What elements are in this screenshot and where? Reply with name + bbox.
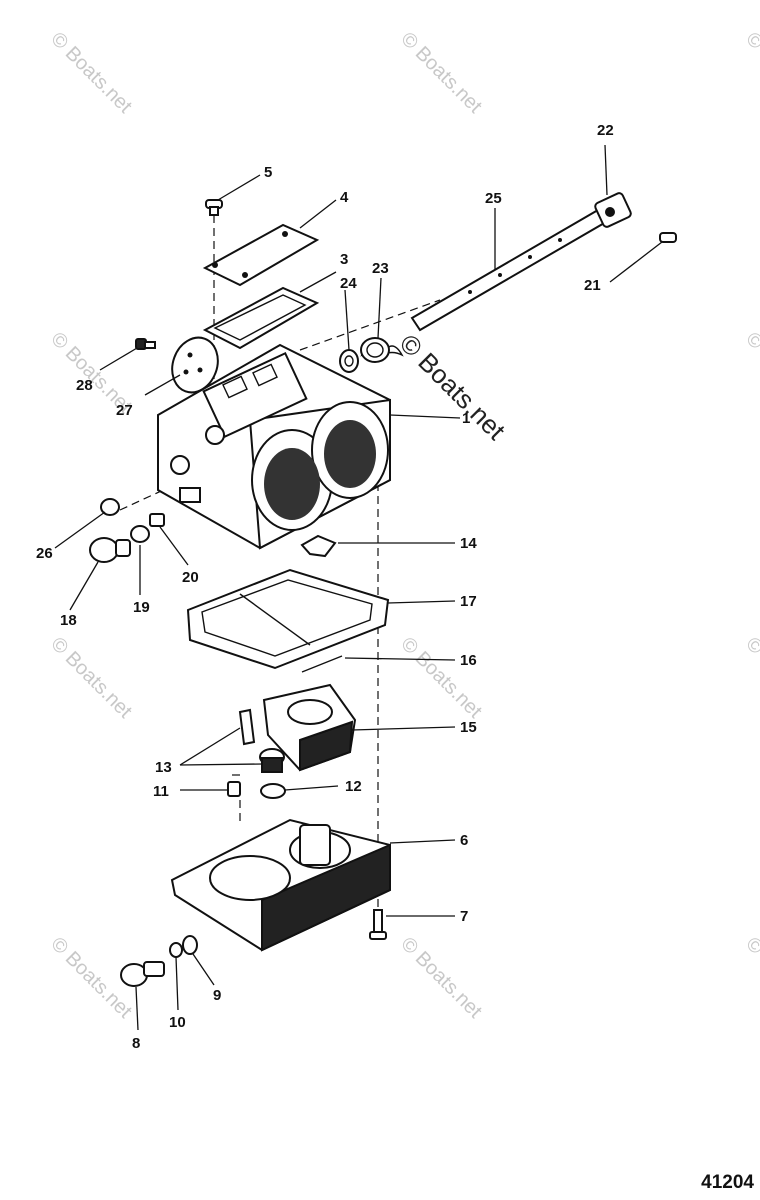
callout-11: 11	[153, 783, 169, 800]
washer-part-19	[130, 525, 150, 543]
watermark: © Boats.net	[396, 28, 486, 118]
gasket-part-10	[169, 942, 183, 958]
callout-13: 13	[155, 759, 172, 776]
callout-6: 6	[460, 832, 468, 849]
callout-27: 27	[116, 402, 133, 419]
watermark-dark: © Boats.net	[394, 328, 512, 446]
lever-part-22	[594, 192, 632, 228]
float-bowl-part-6	[170, 818, 391, 952]
plug-part-18	[89, 537, 131, 563]
callout-22: 22	[597, 122, 614, 139]
watermark: © Boats.net	[741, 933, 760, 1023]
fitting-part-20	[149, 513, 165, 527]
callout-7: 7	[460, 908, 468, 925]
callout-1: 1	[462, 410, 470, 427]
diaphragm-part-27	[171, 336, 219, 394]
callout-18: 18	[60, 612, 77, 629]
callout-14: 14	[460, 535, 477, 552]
callout-25: 25	[485, 190, 502, 207]
seat-part-13	[259, 748, 285, 773]
screw-part-11	[227, 781, 241, 797]
screw-part-5	[205, 199, 223, 216]
washer-part-12	[260, 783, 286, 799]
callout-28: 28	[76, 377, 93, 394]
figure-number: 41204	[701, 1172, 754, 1193]
callout-5: 5	[264, 164, 272, 181]
needle-part-13	[238, 708, 256, 746]
throttle-shaft-part-25	[410, 208, 608, 332]
callout-21: 21	[584, 277, 601, 294]
screw-part-21	[659, 232, 677, 243]
callout-23: 23	[372, 260, 389, 277]
washer-part-24	[339, 349, 359, 373]
cover-plate-part-4	[202, 223, 320, 287]
watermark: © Boats.net	[741, 328, 760, 418]
washer-part-9	[182, 935, 198, 955]
watermark: © Boats.net	[396, 633, 486, 723]
carburetor-body	[157, 343, 391, 550]
pin-part-16	[301, 655, 343, 673]
callout-labels: 5 4 3 24 23 25 22 21 1 28 27 26 20 19 18…	[36, 122, 614, 1052]
watermark: © Boats.net	[741, 633, 760, 723]
leader-lines	[54, 144, 663, 1031]
callout-4: 4	[340, 189, 349, 206]
screw-part-28	[135, 338, 156, 350]
watermark: © Boats.net	[46, 633, 136, 723]
callout-9: 9	[213, 987, 221, 1004]
callout-26: 26	[36, 545, 53, 562]
float-part-15	[262, 683, 357, 772]
callout-24: 24	[340, 275, 357, 292]
callout-8: 8	[132, 1035, 140, 1052]
callout-19: 19	[133, 599, 150, 616]
callout-20: 20	[182, 569, 199, 586]
seal-part-14	[300, 534, 337, 558]
watermark: © Boats.net	[741, 28, 760, 118]
screw-part-7	[369, 909, 387, 940]
watermark: © Boats.net	[46, 28, 136, 118]
gasket-part-3	[202, 286, 320, 350]
callout-10: 10	[169, 1014, 186, 1031]
spring-part-23	[360, 337, 404, 363]
clip-part-26	[100, 498, 120, 516]
callout-12: 12	[345, 778, 362, 795]
drain-plug-part-8	[120, 961, 165, 987]
callout-17: 17	[460, 593, 477, 610]
callout-16: 16	[460, 652, 477, 669]
watermark: © Boats.net	[396, 933, 486, 1023]
callout-15: 15	[460, 719, 477, 736]
gasket-part-17	[186, 568, 390, 670]
callout-3: 3	[340, 251, 348, 268]
